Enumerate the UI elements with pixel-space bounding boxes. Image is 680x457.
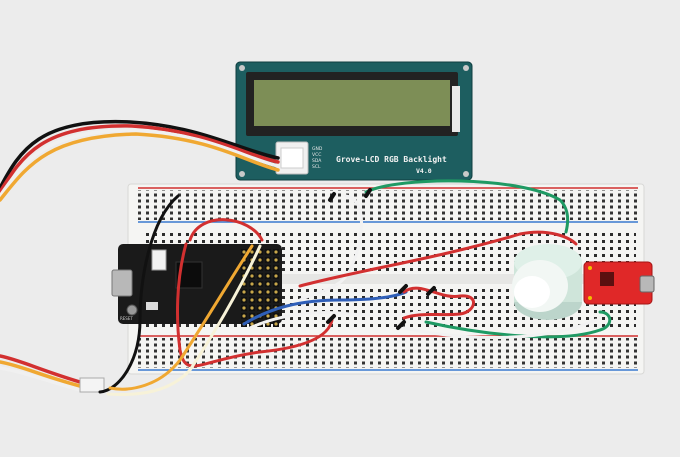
pin-label-scl: SCL: [312, 164, 321, 170]
grove-cable-white: [0, 128, 280, 198]
lcd-module-title: Grove-LCD RGB Backlight: [336, 154, 447, 164]
center-channel: [132, 274, 640, 284]
lcd-module-version: V4.0: [416, 167, 432, 175]
grove-cable-yellow: [0, 132, 280, 202]
reset-button: [126, 304, 138, 316]
grove-cable-red: [0, 124, 280, 194]
pin-label-vcc: VCC: [312, 152, 321, 158]
bottom-power-rail: [138, 338, 638, 368]
usb-port: [111, 269, 133, 297]
lcd-module-icon: GND VCC SDA SCL Grove-LCD RGB Backlight …: [235, 61, 473, 181]
jumper-wires: [0, 119, 612, 396]
sensor-breakout: [583, 261, 655, 305]
rotary-knob-icon: [512, 244, 582, 320]
reset-label: RESET: [120, 316, 133, 321]
grove-cable-black: [0, 119, 280, 190]
lcd-screen: [254, 80, 450, 126]
battery-connector: [151, 249, 167, 271]
top-power-rail: [138, 190, 638, 220]
pin-label-gnd: GND: [312, 146, 323, 152]
pin-label-sda: SDA: [312, 158, 322, 164]
grove-connector-bottom: [79, 377, 105, 393]
